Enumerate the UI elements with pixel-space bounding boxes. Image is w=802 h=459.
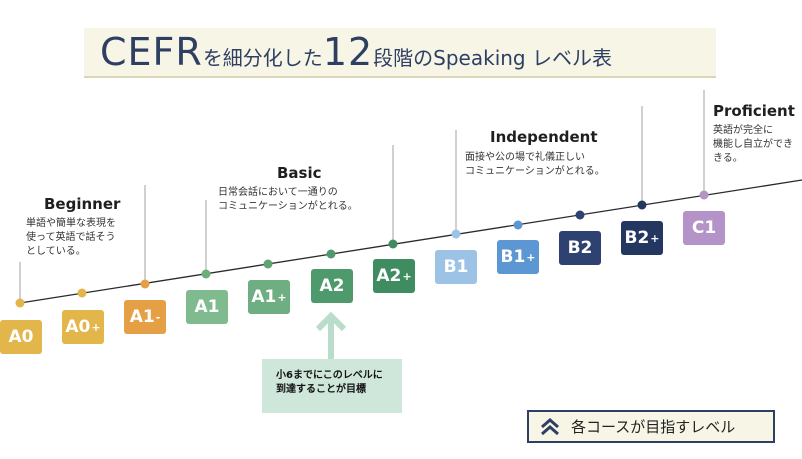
target-note: 小6までにこのレベルに 到達することが目標 (262, 359, 402, 413)
level-badge-label: A1 (129, 307, 155, 327)
level-badge: B1+ (497, 240, 539, 274)
level-dot (388, 239, 398, 249)
level-badge-suffix: - (155, 310, 161, 324)
group-heading-beginner: Beginner (44, 195, 121, 213)
level-badge: A2 (311, 269, 353, 303)
level-badge: A1 (186, 290, 228, 324)
level-badge-label: A1 (251, 287, 277, 307)
level-badge-label: A2 (376, 266, 402, 286)
page-title: CEFRを細分化した12段階のSpeaking レベル表 (100, 30, 700, 74)
legend-box: 各コースが目指すレベル (527, 410, 775, 443)
level-dot (513, 220, 523, 230)
title-subdivided: を細分化した (202, 46, 323, 70)
level-badge-suffix: + (91, 320, 101, 334)
level-badge: A1- (124, 300, 166, 334)
level-badge: B2 (559, 231, 601, 265)
level-badge-label: A0 (8, 327, 34, 347)
level-badge-suffix: + (526, 250, 536, 264)
group-desc-proficient: 英語が完全に 機能し自立ができ きる。 (713, 125, 793, 164)
title-band (84, 28, 716, 78)
level-dot (451, 229, 461, 239)
level-dot (15, 298, 25, 308)
level-badge: B2+ (621, 221, 663, 255)
level-dot (699, 190, 709, 200)
level-badge: A2+ (373, 259, 415, 293)
group-desc-basic: 日常会話において一通りの コミュニケーションがとれる。 (218, 187, 358, 212)
level-badge-label: A1 (194, 297, 220, 317)
level-dot (575, 210, 585, 220)
level-badge: A1+ (248, 280, 290, 314)
level-dot (140, 279, 150, 289)
double-chevron-up-icon (541, 417, 559, 435)
level-dot (326, 249, 336, 259)
level-badge: B1 (435, 250, 477, 284)
level-badge: A0+ (62, 310, 104, 344)
legend-label: 各コースが目指すレベル (571, 418, 736, 436)
level-dot (263, 259, 273, 269)
level-dot (201, 269, 211, 279)
group-heading-independent: Independent (490, 128, 598, 146)
level-dots (15, 190, 709, 308)
group-connectors (19, 90, 705, 303)
level-badge-label: B2 (567, 238, 593, 258)
group-desc-independent: 面接や公の場で礼儀正しい コミュニケーションがとれる。 (465, 152, 605, 177)
level-dot (637, 200, 647, 210)
group-heading-proficient: Proficient (713, 102, 795, 120)
level-dot (77, 288, 87, 298)
progress-line (19, 179, 802, 304)
level-badge-label: B1 (443, 257, 469, 277)
level-badge: A0 (0, 320, 42, 354)
level-badge-label: C1 (691, 218, 717, 238)
up-arrow-icon (315, 311, 347, 360)
level-badge-label: A0 (65, 317, 91, 337)
level-badge-label: B2 (624, 228, 650, 248)
level-badge-suffix: + (402, 269, 412, 283)
title-number: 12 (322, 30, 374, 74)
title-rest: 段階のSpeaking レベル表 (373, 46, 612, 70)
level-badge-suffix: + (277, 290, 287, 304)
level-badge-label: B1 (500, 247, 526, 267)
group-desc-beginner: 単語や簡単な表現を 使って英語で話そう としている。 (26, 218, 116, 257)
level-badge: C1 (683, 211, 725, 245)
level-badge-label: A2 (319, 276, 345, 296)
level-badge-suffix: + (650, 231, 660, 245)
group-heading-basic: Basic (277, 164, 322, 182)
title-cefr: CEFR (100, 30, 203, 74)
